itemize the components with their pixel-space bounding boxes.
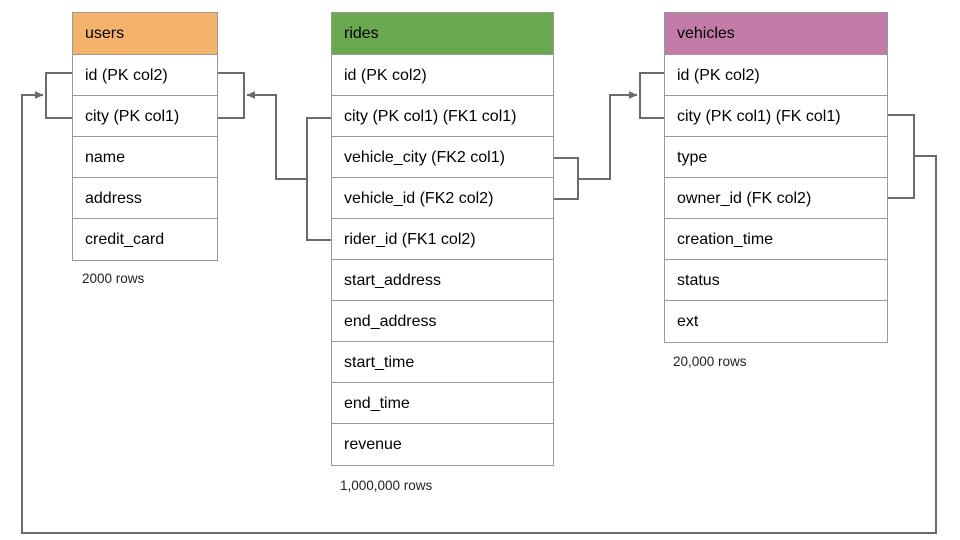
table-vehicles-column-status[interactable]: status xyxy=(665,260,887,301)
table-rides-row-count: 1,000,000 rows xyxy=(340,478,433,493)
table-users[interactable]: users id (PK col2) city (PK col1) name a… xyxy=(72,12,218,261)
table-vehicles-header: vehicles xyxy=(665,13,887,55)
table-rides-column-vehicle-id[interactable]: vehicle_id (FK2 col2) xyxy=(332,178,553,219)
table-rides-column-end-time[interactable]: end_time xyxy=(332,383,553,424)
table-users-column-city[interactable]: city (PK col1) xyxy=(73,96,217,137)
table-rides-column-start-time[interactable]: start_time xyxy=(332,342,553,383)
table-users-header: users xyxy=(73,13,217,55)
table-users-column-id[interactable]: id (PK col2) xyxy=(73,55,217,96)
connector-vehicles-right-brace xyxy=(888,114,915,199)
connector-users-left-brace xyxy=(45,72,72,119)
connector-users-right-brace xyxy=(218,72,245,119)
table-vehicles-column-city[interactable]: city (PK col1) (FK col1) xyxy=(665,96,887,137)
table-rides-column-vehicle-city[interactable]: vehicle_city (FK2 col1) xyxy=(332,137,553,178)
table-vehicles-column-id[interactable]: id (PK col2) xyxy=(665,55,887,96)
connector-rides-to-users xyxy=(246,91,307,180)
connector-vehicles-left-brace xyxy=(639,72,664,119)
table-rides-column-city[interactable]: city (PK col1) (FK1 col1) xyxy=(332,96,553,137)
table-rides[interactable]: rides id (PK col2) city (PK col1) (FK1 c… xyxy=(331,12,554,466)
table-rides-header: rides xyxy=(332,13,553,55)
table-vehicles[interactable]: vehicles id (PK col2) city (PK col1) (FK… xyxy=(664,12,888,343)
table-users-column-address[interactable]: address xyxy=(73,178,217,219)
connector-rides-left-brace xyxy=(306,117,331,241)
table-vehicles-column-ext[interactable]: ext xyxy=(677,313,699,330)
table-vehicles-column-type[interactable]: type xyxy=(665,137,887,178)
table-rides-column-id[interactable]: id (PK col2) xyxy=(332,55,553,96)
table-vehicles-column-owner-id[interactable]: owner_id (FK col2) xyxy=(665,178,887,219)
table-vehicles-row-count: 20,000 rows xyxy=(673,354,747,369)
table-rides-column-revenue[interactable]: revenue xyxy=(344,436,402,453)
table-users-column-credit-card[interactable]: credit_card xyxy=(85,231,165,248)
connector-rides-right-brace xyxy=(554,157,579,200)
connector-rides-to-vehicles xyxy=(578,91,638,180)
table-rides-column-start-address[interactable]: start_address xyxy=(332,260,553,301)
table-users-column-name[interactable]: name xyxy=(73,137,217,178)
table-rides-column-rider-id[interactable]: rider_id (FK1 col2) xyxy=(332,219,553,260)
table-vehicles-column-creation-time[interactable]: creation_time xyxy=(665,219,887,260)
table-users-row-count: 2000 rows xyxy=(82,271,145,286)
table-rides-column-end-address[interactable]: end_address xyxy=(332,301,553,342)
